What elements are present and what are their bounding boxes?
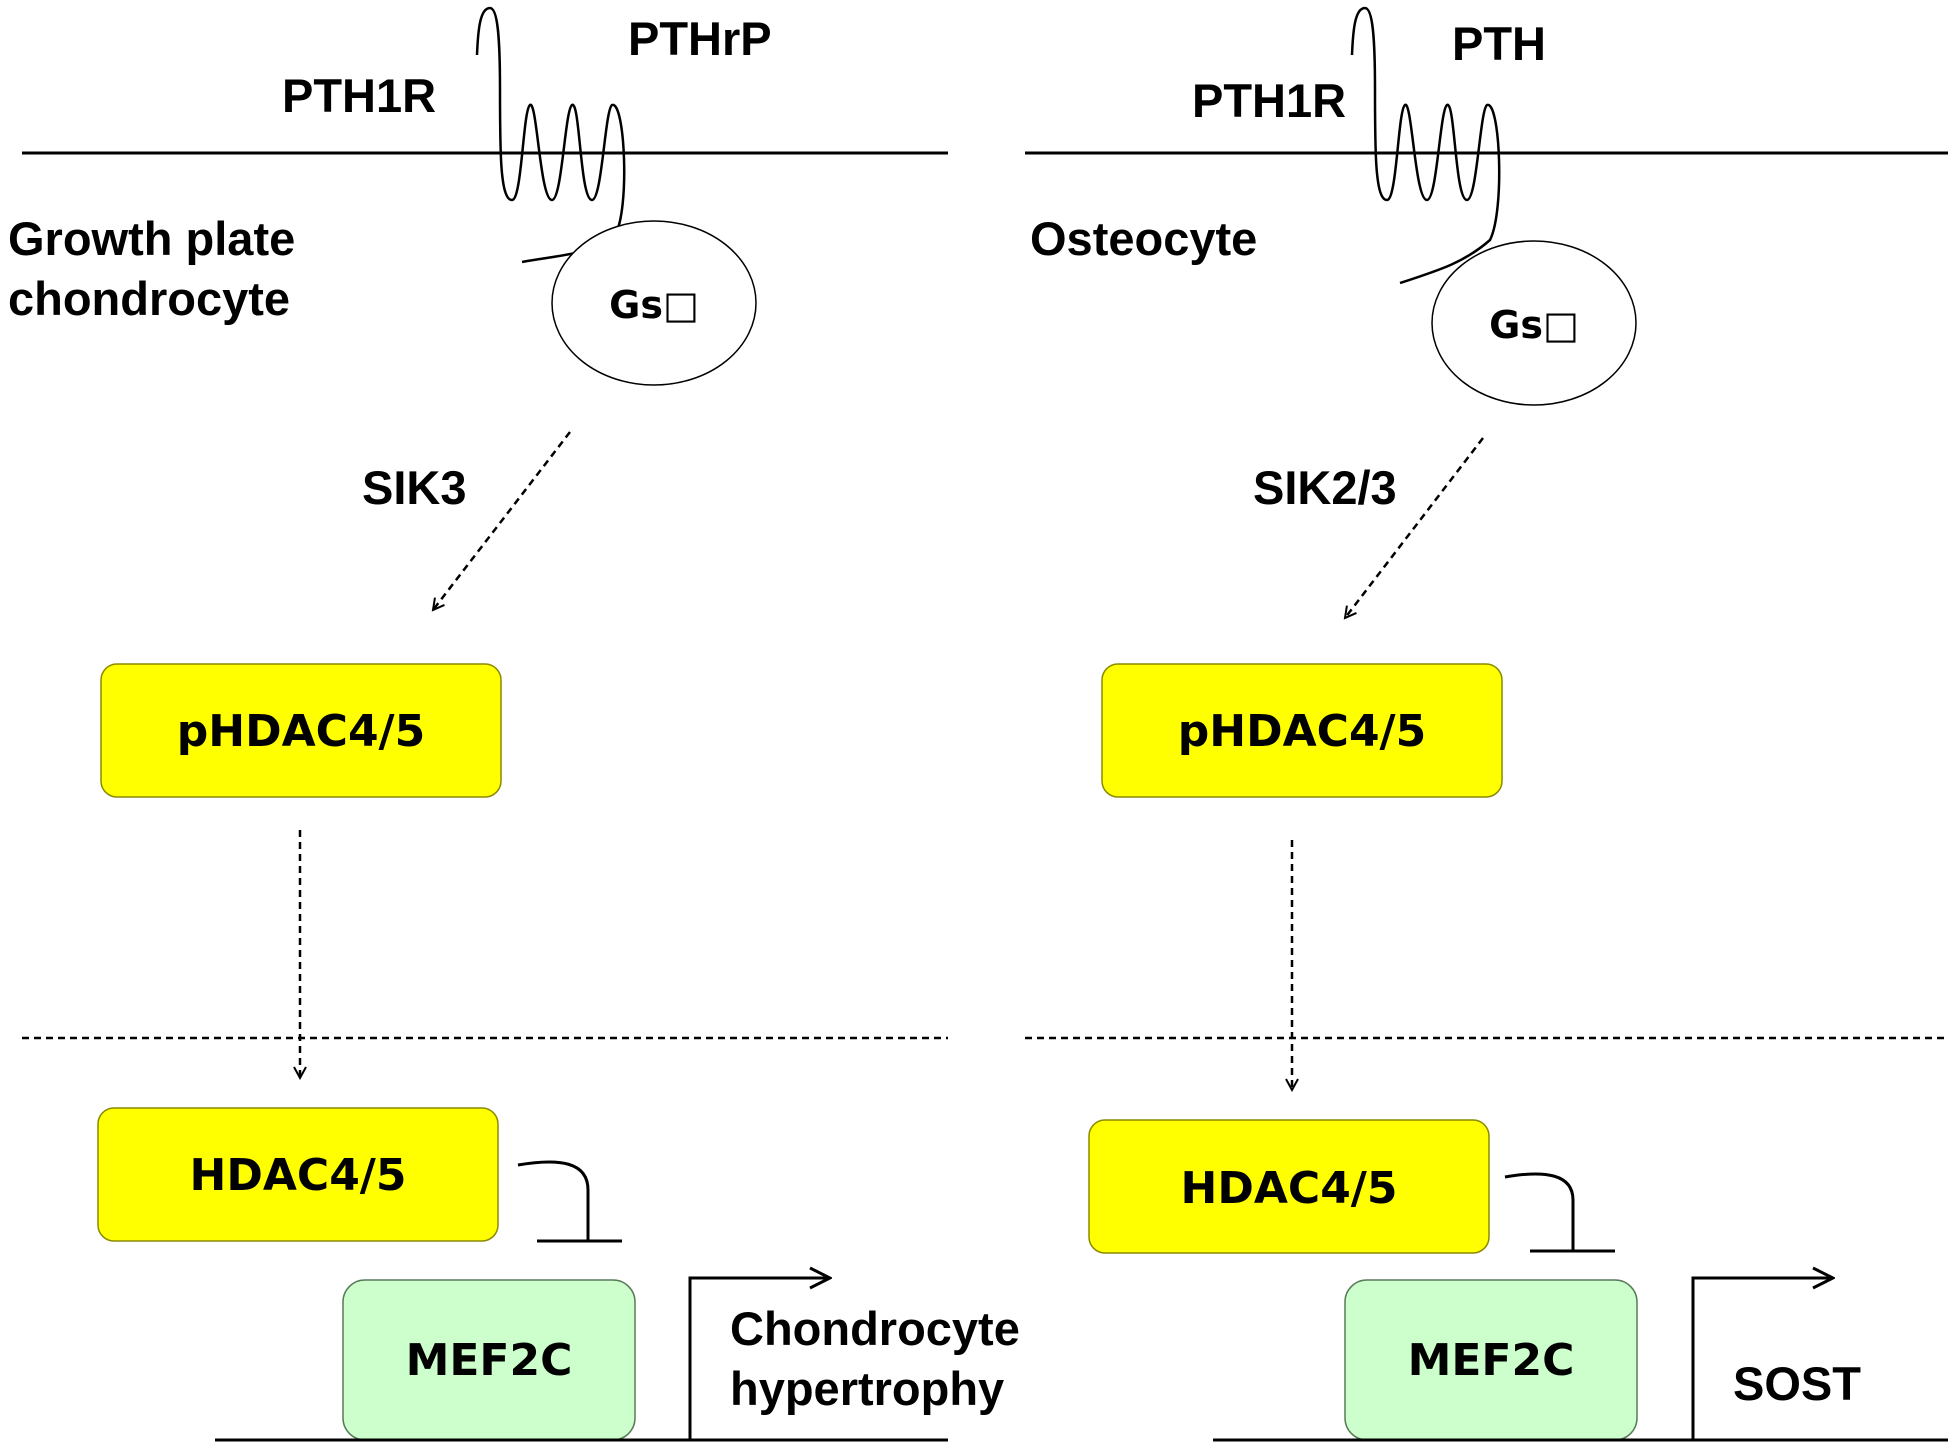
right-phdac-box [1101,663,1503,798]
left-panel: Gs□ PTH1R PTHrP Growth plate chondrocyte… [8,6,1020,1442]
left-target-line1: Chondrocyte [730,1302,1020,1355]
right-mef2c-label: MEF2C [1408,1335,1575,1386]
right-ligand-label: PTH [1452,17,1546,70]
right-gs-protein-ellipse [1431,240,1637,406]
right-gs-protein-label: Gs□ [1489,303,1579,347]
left-hdac-box [97,1107,499,1242]
left-mef2c-label: MEF2C [406,1335,573,1386]
right-transcription-arrow [1691,1278,1833,1440]
right-receptor-shape [1350,6,1501,285]
left-kinase-label: SIK3 [362,461,467,514]
left-cell-type-line2: chondrocyte [8,272,290,325]
right-cell-type-line1: Osteocyte [1030,212,1257,265]
right-kinase-arrow [1345,437,1484,618]
right-panel: Gs□ PTH1R PTH Osteocyte SIK2/3 pHDAC4/5 … [1025,6,1948,1442]
right-hdac-box [1088,1119,1490,1254]
left-gs-protein-label: Gs□ [609,283,699,327]
left-ligand-label: PTHrP [628,12,772,65]
left-receptor-shape [475,6,626,264]
right-inhibition-symbol [1504,1172,1575,1250]
right-phdac-label: pHDAC4/5 [1178,706,1427,757]
right-hdac-label: HDAC4/5 [1181,1163,1398,1214]
left-target-line2: hypertrophy [730,1362,1004,1415]
right-kinase-label: SIK2/3 [1253,461,1397,514]
left-hdac-label: HDAC4/5 [190,1150,407,1201]
left-phdac-label: pHDAC4/5 [177,706,426,757]
right-receptor-label: PTH1R [1192,74,1346,127]
right-target-line1: SOST [1733,1357,1861,1410]
left-kinase-arrow [433,431,571,610]
left-phdac-box [100,663,502,798]
left-gs-protein-ellipse [551,220,757,386]
left-transcription-arrow [688,1278,830,1440]
left-cell-type-line1: Growth plate [8,212,295,265]
left-receptor-label: PTH1R [282,69,436,122]
left-inhibition-symbol [517,1160,590,1240]
